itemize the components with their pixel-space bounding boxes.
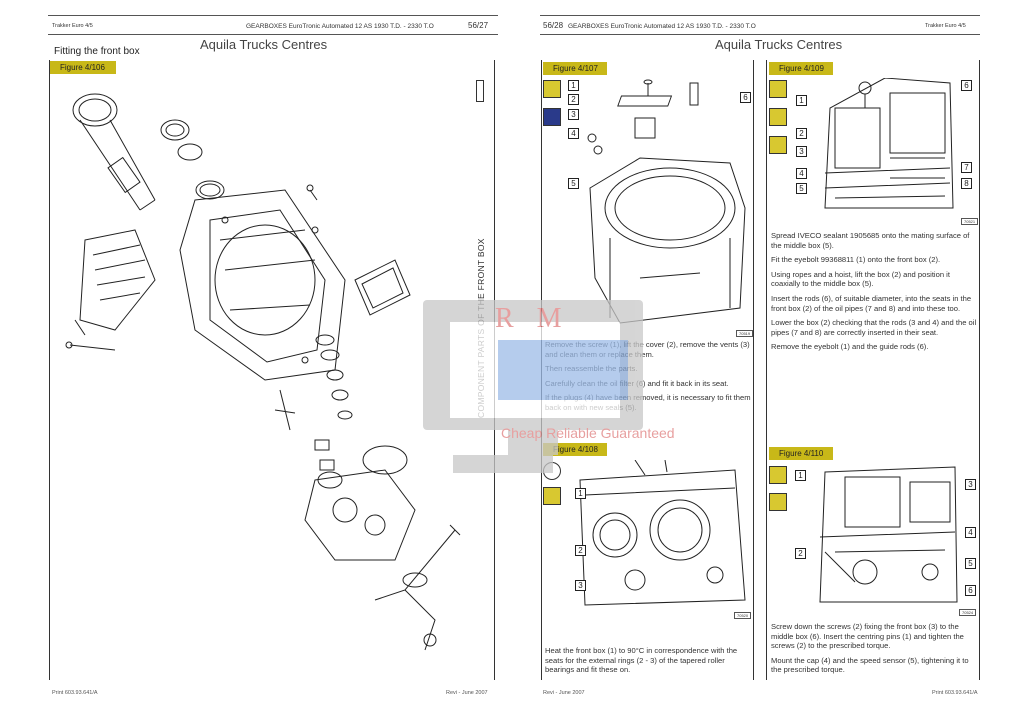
column-border (979, 60, 980, 680)
header-rule (48, 34, 498, 35)
callout-1: 1 (796, 95, 807, 106)
side-plate (354, 259, 411, 316)
callout-1: 1 (575, 488, 586, 499)
callout-2: 2 (795, 548, 806, 559)
lifting-icon (769, 108, 787, 126)
instruction: Heat the front box (1) to 90°C in corres… (545, 646, 738, 675)
disassembly-icon (543, 80, 561, 98)
instruction: If the plugs (4) have been removed, it i… (545, 393, 751, 412)
heating-icon (543, 462, 561, 480)
watermark-tagline: Cheap Reliable Guaranteed (501, 425, 675, 441)
instruction: Then reassemble the parts. (545, 364, 638, 374)
front-box-mounted-drawing (819, 466, 958, 603)
callout-4: 4 (568, 128, 579, 139)
figure-code: 70521 (961, 218, 979, 225)
assembly-icon (769, 136, 787, 154)
figure-text: Remove the screw (1), lift the cover (2)… (545, 340, 751, 418)
figure-code: 70520 (734, 612, 752, 619)
front-box-housing (179, 189, 346, 381)
shaft-rings-stack (274, 334, 353, 471)
watermark-logo-text: R M (495, 303, 570, 334)
callout-3: 3 (575, 580, 586, 591)
callout-3: 3 (965, 479, 976, 490)
figure-label: Figure 4/109 (769, 62, 833, 75)
callout-3: 3 (796, 146, 807, 157)
figure-code (476, 80, 484, 102)
callout-6: 6 (965, 585, 976, 596)
figure-code: 70519 (736, 330, 754, 337)
callout-4: 4 (965, 527, 976, 538)
figure-side-caption: COMPONENT PARTS OF THE FRONT BOX (476, 238, 486, 418)
instruction: Lower the box (2) checking that the rods… (771, 318, 977, 337)
column-border (541, 60, 542, 680)
figure-label: Figure 4/106 (50, 61, 116, 74)
callout-1: 1 (568, 80, 579, 91)
gearbox-housing-drawing (587, 79, 746, 324)
header-rule (48, 15, 498, 16)
instruction: Remove the eyebolt (1) and the guide rod… (771, 342, 929, 352)
callout-8: 8 (961, 178, 972, 189)
footer-right: Revi - June 2007 (446, 690, 488, 696)
callout-7: 7 (961, 162, 972, 173)
callout-5: 5 (568, 178, 579, 189)
footer-left: Print 603.93.641/A (52, 690, 98, 696)
callout-2: 2 (796, 128, 807, 139)
callout-1: 1 (795, 470, 806, 481)
callout-3: 3 (568, 109, 579, 120)
callout-2: 2 (568, 94, 579, 105)
sealant-icon (543, 108, 561, 126)
instruction: Insert the rods (6), of suitable diamete… (771, 293, 972, 313)
header-center: GEARBOXES EuroTronic Automated 12 AS 193… (246, 23, 434, 30)
callout-6: 6 (740, 92, 751, 103)
bolts (65, 184, 318, 351)
instruction: Fit the eyebolt 99368811 (1) onto the fr… (771, 255, 941, 265)
input-shaft-gear (72, 93, 156, 211)
page-title: Aquila Trucks Centres (715, 37, 843, 52)
header-left: Trakker Euro 4/5 (52, 23, 93, 29)
figure-label: Figure 4/110 (769, 447, 833, 460)
instruction: Mount the cap (4) and the speed sensor (… (771, 655, 969, 675)
selector-lever (374, 524, 461, 651)
section-title: Fitting the front box (54, 46, 140, 57)
figure-border (494, 60, 495, 680)
figure-label: Figure 4/107 (543, 62, 607, 75)
torque-icon (769, 493, 787, 511)
header-rule (540, 34, 980, 35)
figure-label: Figure 4/108 (543, 443, 607, 456)
callout-6: 6 (961, 80, 972, 91)
figure-border (49, 60, 50, 680)
figure-text: Spread IVECO sealant 1905685 onto the ma… (771, 231, 977, 357)
rear-cover (304, 445, 416, 561)
oil-filter-cover (79, 229, 156, 331)
page-number: 56/27 (468, 21, 489, 30)
footer-right: Print 603.93.641/A (932, 690, 978, 696)
sealant-icon (769, 80, 787, 98)
instruction: Using ropes and a hoist, lift the box (2… (771, 269, 950, 289)
front-box-drawing (579, 460, 746, 606)
header-center: GEARBOXES EuroTronic Automated 12 AS 193… (568, 23, 756, 30)
callout-4: 4 (796, 168, 807, 179)
callout-2: 2 (575, 545, 586, 556)
page-number: 56/28 (543, 21, 564, 30)
callout-5: 5 (965, 558, 976, 569)
instruction: Screw down the screws (2) fixing the fro… (771, 622, 964, 651)
column-border (753, 60, 754, 680)
page-title: Aquila Trucks Centres (200, 37, 328, 52)
gearbox-lift-drawing (824, 78, 954, 209)
instruction: Carefully clean the oil filter (6) and f… (545, 378, 729, 388)
assembly-icon (543, 487, 561, 505)
header-rule (540, 15, 980, 16)
figure-code: 70524 (959, 609, 977, 616)
header-right: Trakker Euro 4/5 (925, 23, 966, 29)
instruction: Spread IVECO sealant 1905685 onto the ma… (771, 231, 970, 250)
footer-left: Revi - June 2007 (543, 690, 585, 696)
assembly-icon (769, 466, 787, 484)
callout-5: 5 (796, 183, 807, 194)
exploded-gearbox-drawing (65, 93, 461, 651)
figure-text: Heat the front box (1) to 90°C in corres… (545, 646, 751, 680)
column-border (766, 60, 767, 680)
instruction: Remove the screw (1), lift the cover (2)… (545, 340, 750, 359)
figure-text: Screw down the screws (2) fixing the fro… (771, 622, 977, 680)
bearing-rings (160, 119, 225, 200)
